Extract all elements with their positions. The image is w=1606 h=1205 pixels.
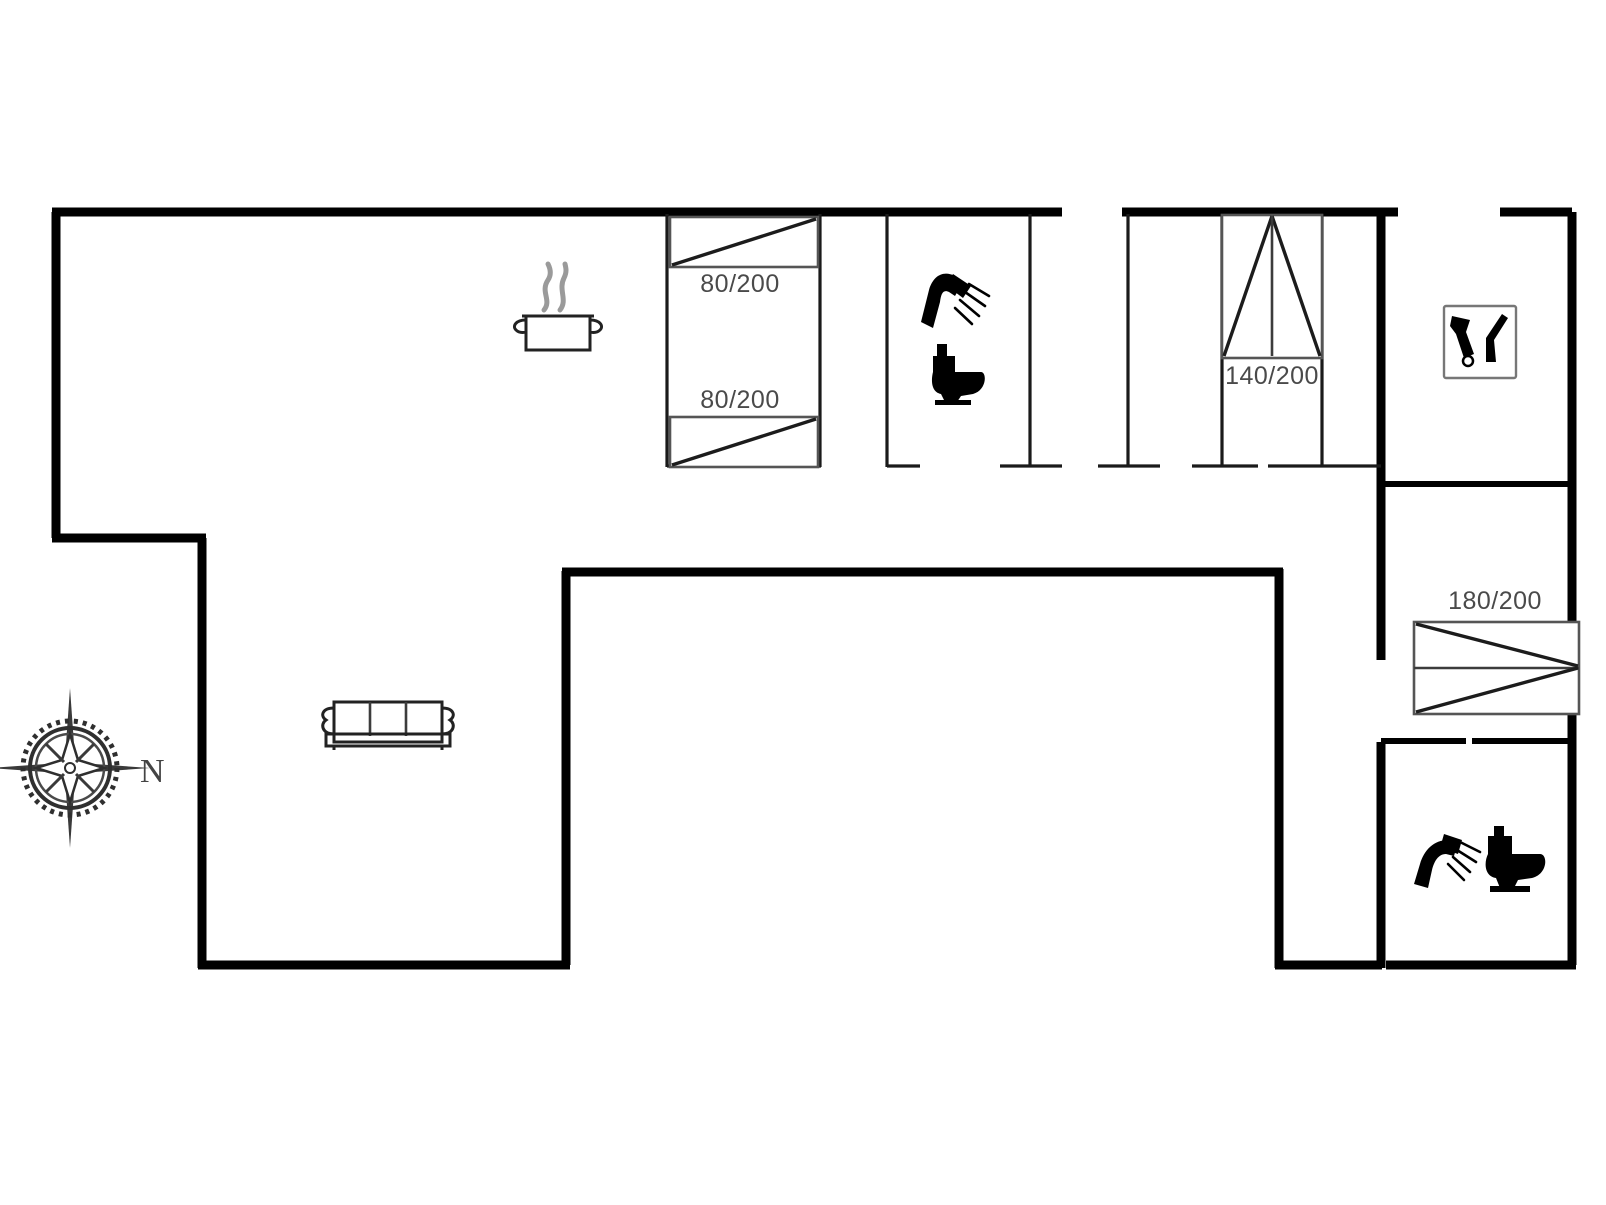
bed-80-200-lower bbox=[668, 415, 820, 469]
dimension-label-bed3: 180/200 bbox=[1448, 587, 1542, 615]
bed-80-200-upper bbox=[668, 215, 820, 269]
bed-180-200 bbox=[1412, 620, 1581, 716]
bathroom-shower-toilet-upper bbox=[921, 273, 991, 405]
dimension-label-bed2: 140/200 bbox=[1225, 362, 1319, 390]
exterior-walls bbox=[51, 207, 1577, 970]
dimension-label-bed1a: 80/200 bbox=[700, 270, 779, 298]
sofa-icon bbox=[321, 700, 455, 750]
compass-north-label: N bbox=[140, 753, 165, 790]
cleaning-utility-icon bbox=[1442, 304, 1518, 380]
compass-rose bbox=[0, 688, 150, 848]
bed-140-200 bbox=[1220, 213, 1324, 360]
dimension-label-bed1b: 80/200 bbox=[700, 386, 779, 414]
cooking-pot-icon bbox=[512, 261, 604, 352]
bathroom-shower-toilet-lower bbox=[1414, 826, 1546, 892]
